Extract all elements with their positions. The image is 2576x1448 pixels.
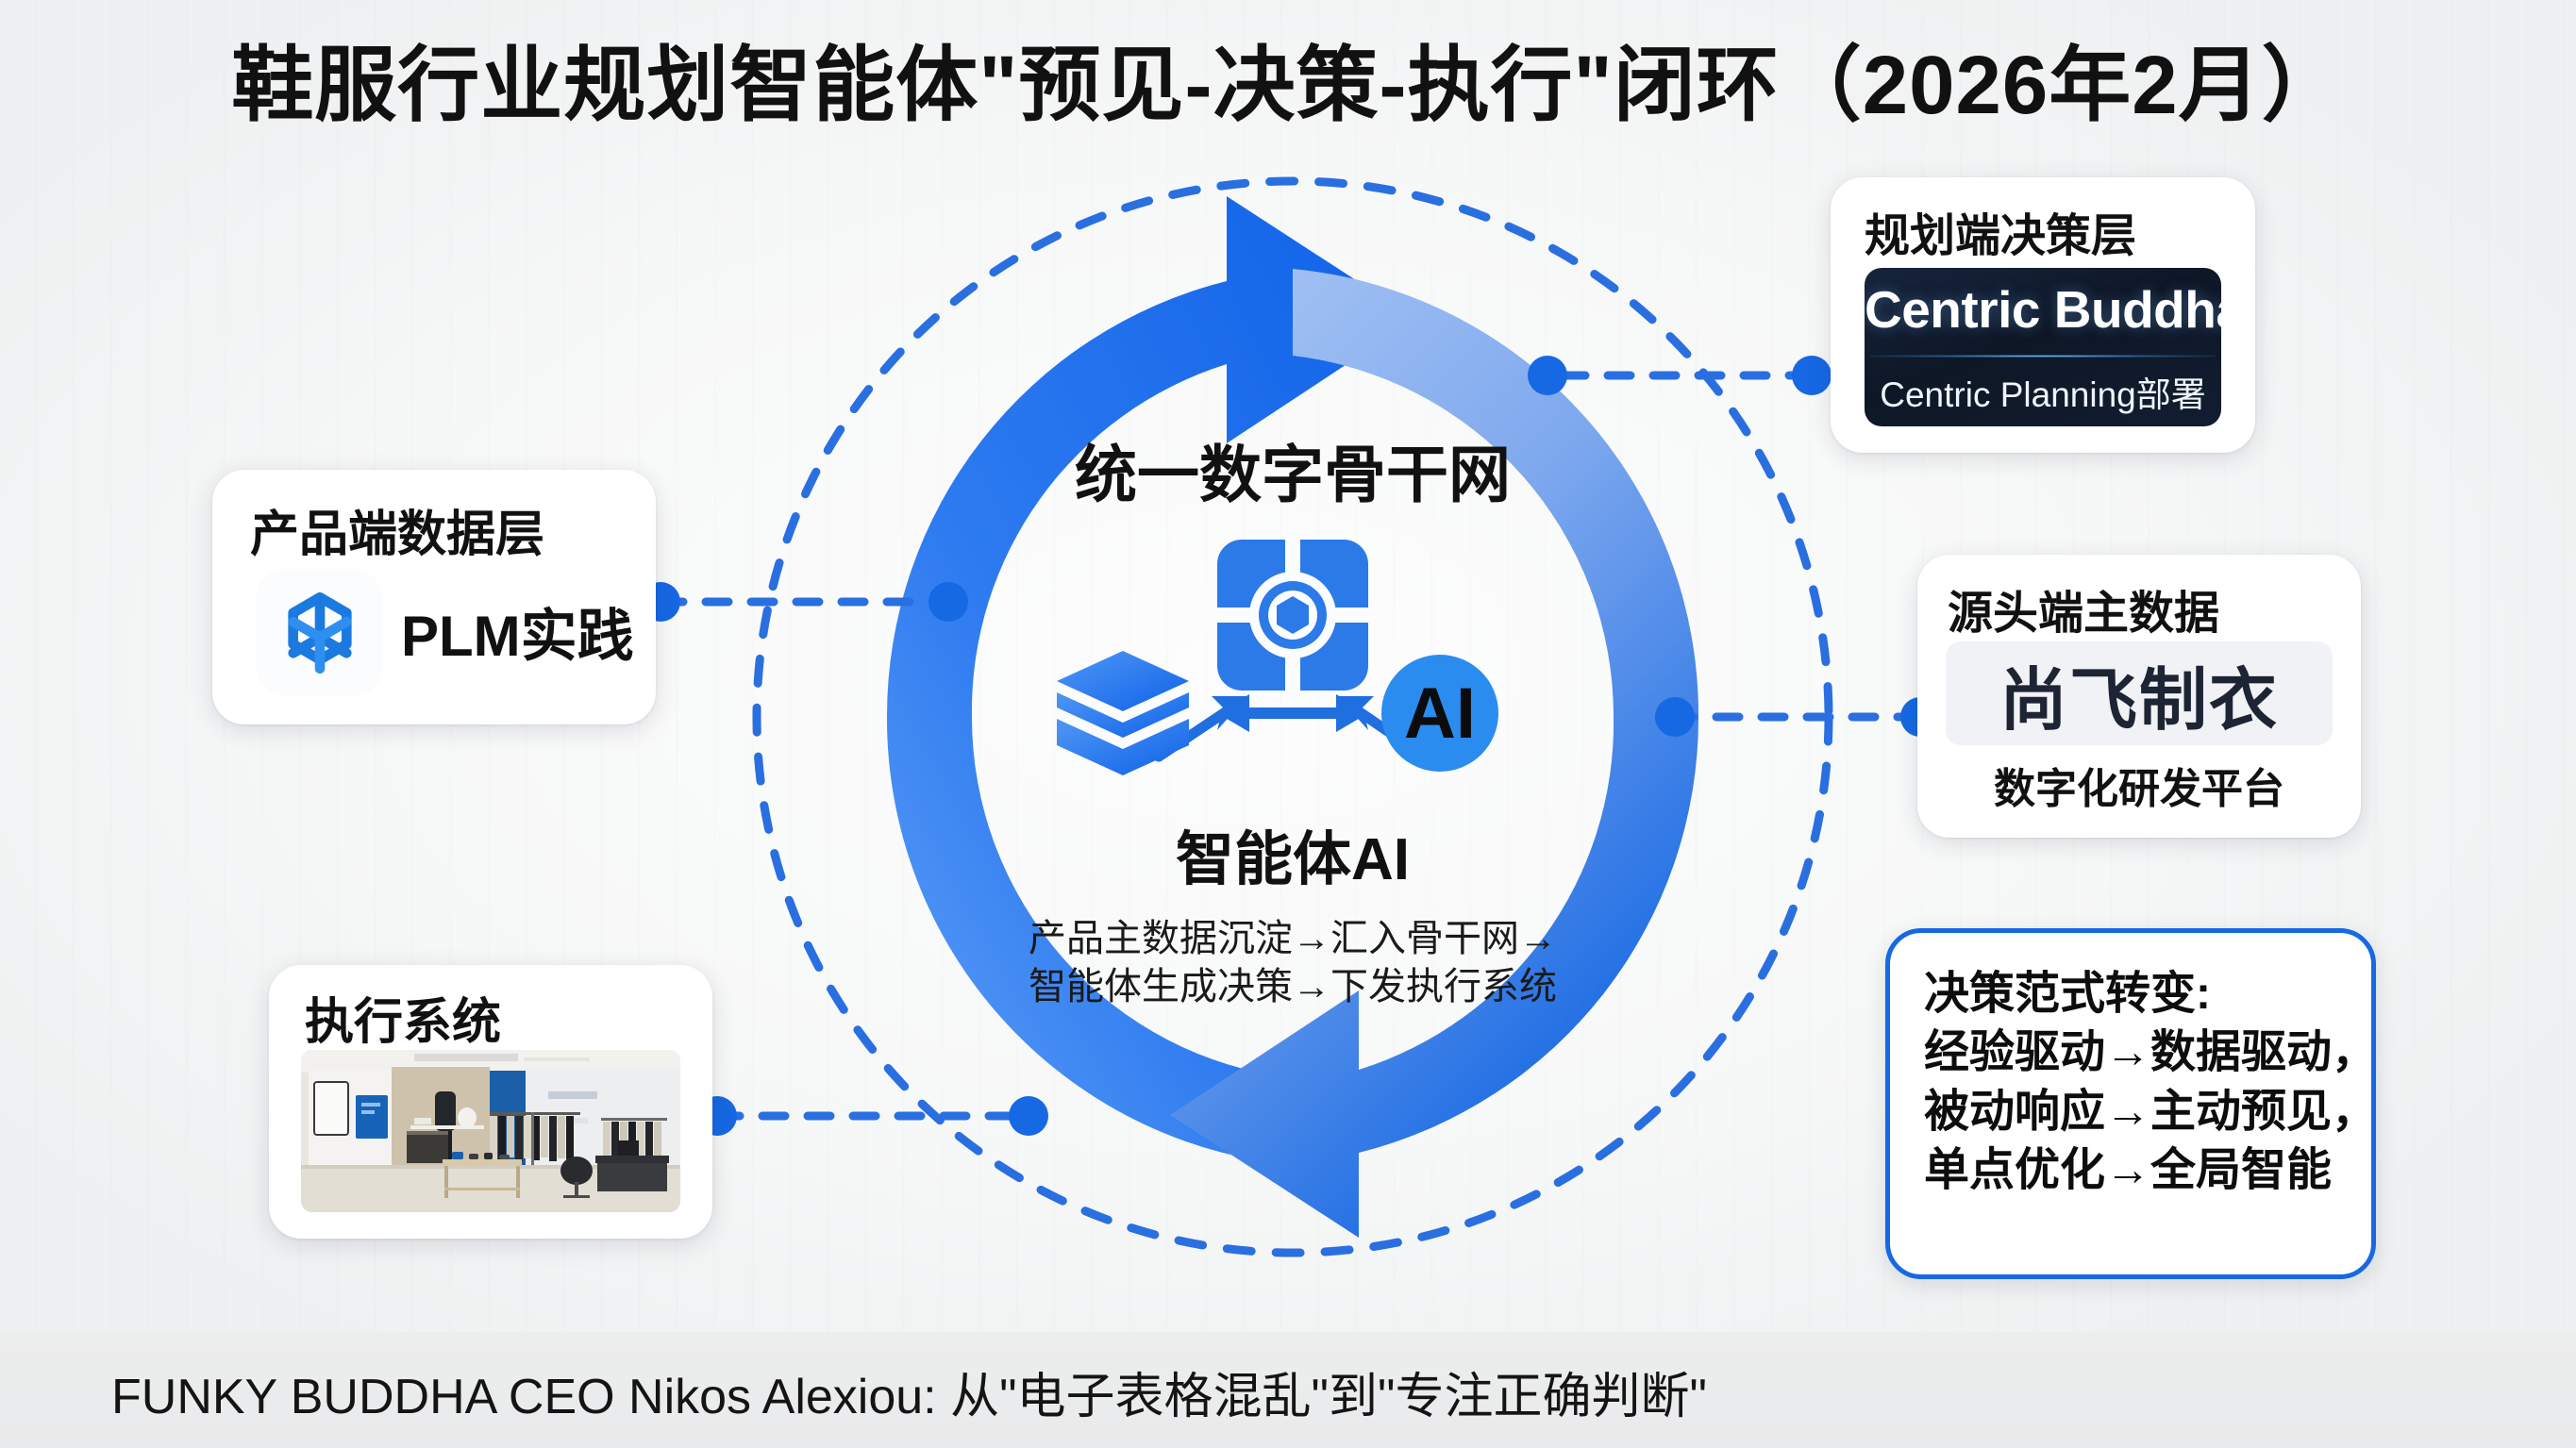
center-icon-cluster: AI	[1029, 528, 1557, 811]
card-product-label: PLM实践	[401, 605, 634, 668]
openai-knot-icon	[256, 569, 383, 696]
flow-line-1: 产品主数据沉淀→汇入骨干网→	[1029, 918, 1557, 959]
card-source-master-data[interactable]: 源头端主数据 尚飞制衣 数字化研发平台	[1917, 555, 2361, 838]
centric-planning-subtitle: Centric Planning部署	[1880, 375, 2206, 414]
flow-line-2: 智能体生成决策→下发执行系统	[1029, 966, 1557, 1008]
paradigm-heading: 决策范式转变:	[1924, 969, 2211, 1019]
card-source-title: 源头端主数据	[1948, 589, 2220, 639]
shangfei-brand: 尚飞制衣	[1999, 662, 2279, 739]
card-source-subtitle: 数字化研发平台	[1994, 766, 2284, 812]
agent-label: 智能体AI	[1175, 827, 1410, 892]
card-planning-decision-layer[interactable]: 规划端决策层 Centric Buddha Centric Planning部署	[1831, 177, 2255, 453]
retail-store-interior-photo	[301, 1050, 680, 1212]
centric-buddha-logo-plate: Centric Buddha Centric Planning部署	[1865, 268, 2221, 426]
paradigm-line-1: 经验驱动→数据驱动，	[1924, 1027, 2378, 1078]
bidirectional-arrow-left-head	[1217, 694, 1249, 732]
bidirectional-arrow-right-head	[1336, 694, 1368, 732]
database-stack-icon	[1057, 651, 1189, 775]
card-execution-system[interactable]: 执行系统	[269, 965, 712, 1239]
paradigm-line-2: 被动响应→主动预见，	[1924, 1086, 2378, 1137]
paradigm-list: 决策范式转变: 经验驱动→数据驱动， 被动响应→主动预见， 单点优化→全局智能	[1924, 965, 2378, 1201]
glow-divider	[1870, 355, 2216, 358]
footer-band	[0, 1332, 2576, 1448]
arrow-arc-descending	[1170, 269, 1699, 1238]
backbone-title: 统一数字骨干网	[1075, 440, 1511, 509]
card-decision-paradigm-shift[interactable]: 决策范式转变: 经验驱动→数据驱动， 被动响应→主动预见， 单点优化→全局智能	[1885, 928, 2378, 1279]
page-title: 鞋服行业规划智能体"预见-决策-执行"闭环（2026年2月）	[231, 40, 2345, 131]
footer-quote: FUNKY BUDDHA CEO Nikos Alexiou: 从"电子表格混乱…	[111, 1370, 1707, 1424]
ai-badge-label: AI	[1404, 674, 1476, 754]
card-planning-title: 规划端决策层	[1865, 211, 2137, 261]
arrow-arc-ascending	[886, 196, 1415, 1165]
card-exec-title: 执行系统	[305, 995, 502, 1050]
network-hub-icon	[1210, 532, 1376, 698]
ai-badge: AI	[1381, 655, 1498, 772]
paradigm-line-3: 单点优化→全局智能	[1924, 1145, 2333, 1196]
shangfei-brand-chip: 尚飞制衣	[1946, 641, 2333, 745]
flow-description: 产品主数据沉淀→汇入骨干网→ 智能体生成决策→下发执行系统	[849, 915, 1736, 1011]
card-product-data-layer[interactable]: 产品端数据层 PLM实践	[212, 470, 656, 724]
centric-buddha-brand: Centric Buddha	[1865, 280, 2221, 339]
card-product-title: 产品端数据层	[250, 508, 545, 562]
